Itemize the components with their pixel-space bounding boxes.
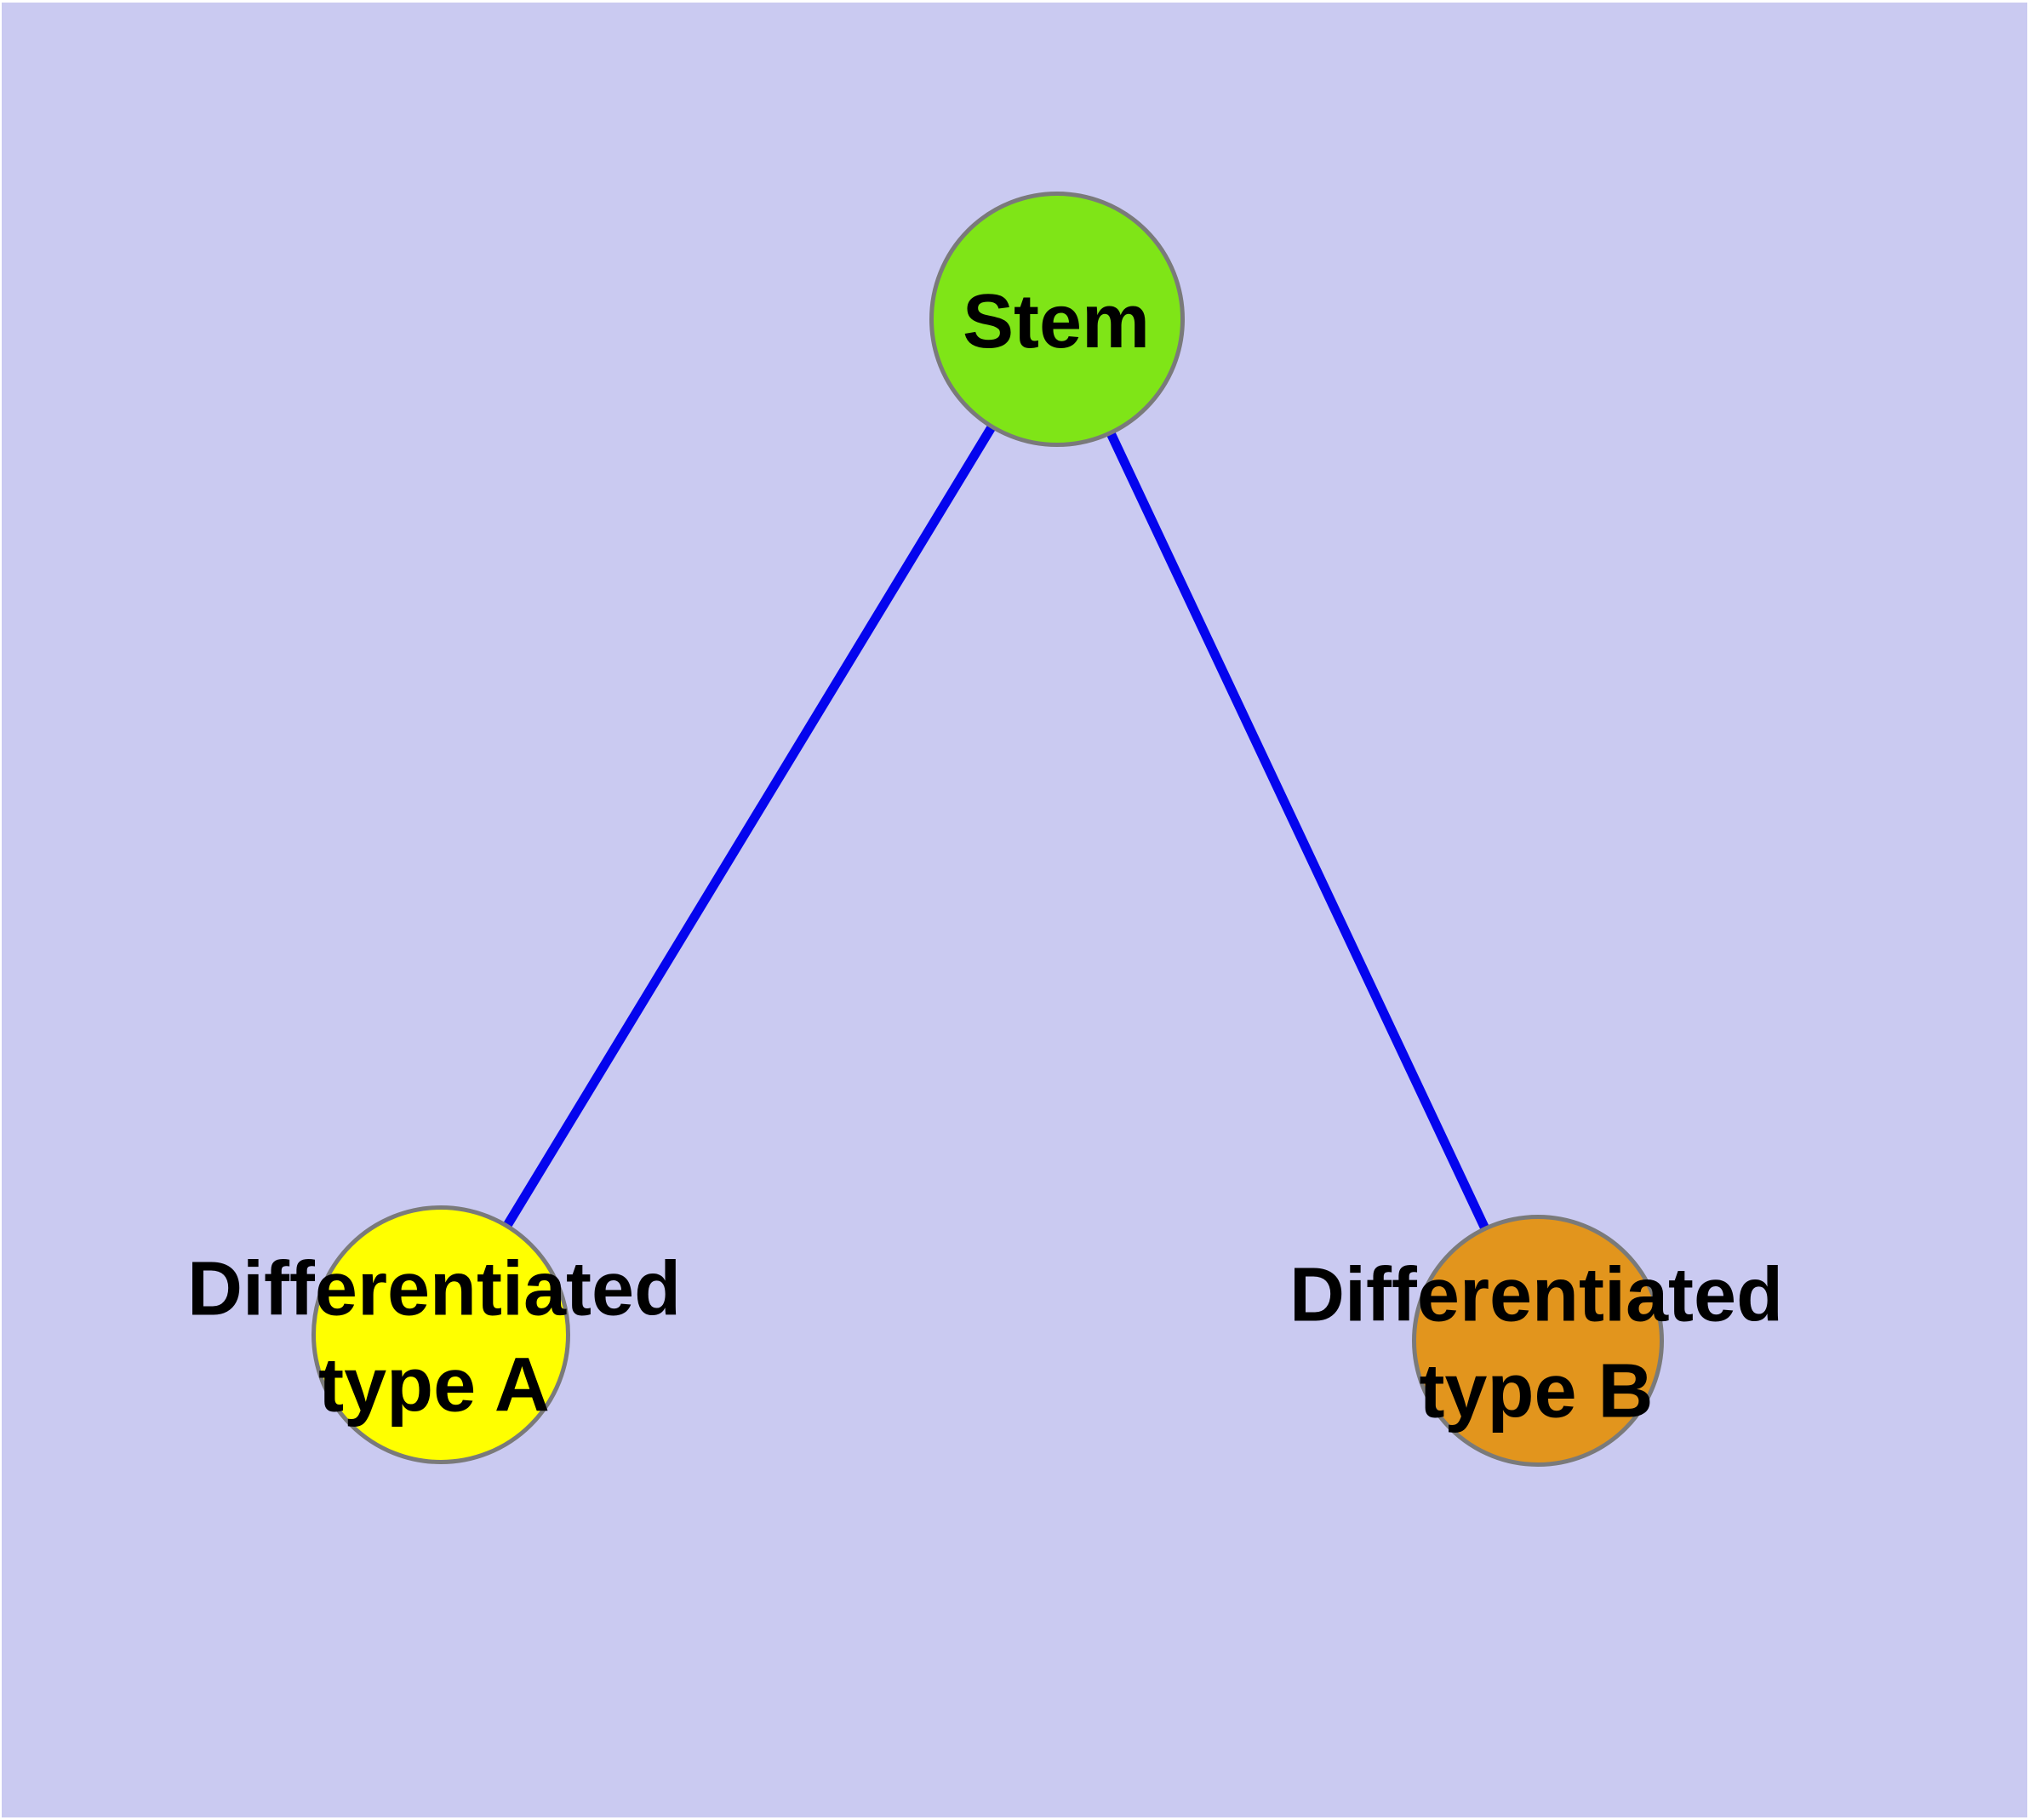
node-differentiated-type-b-label: Differentiated type B <box>1289 1252 1784 1434</box>
graph-canvas: Stem Differentiated type A Differentiate… <box>2 3 2027 1817</box>
node-differentiated-type-a-label: Differentiated type A <box>186 1246 682 1428</box>
edge-layer <box>437 317 1542 1343</box>
node-stem-label: Stem <box>962 278 1151 364</box>
edge-stem-to-type-a <box>437 317 1061 1337</box>
node-stem <box>929 192 1185 447</box>
edge-stem-to-type-b <box>1053 317 1542 1343</box>
node-differentiated-type-b <box>1412 1215 1664 1467</box>
node-differentiated-type-a <box>311 1205 570 1464</box>
